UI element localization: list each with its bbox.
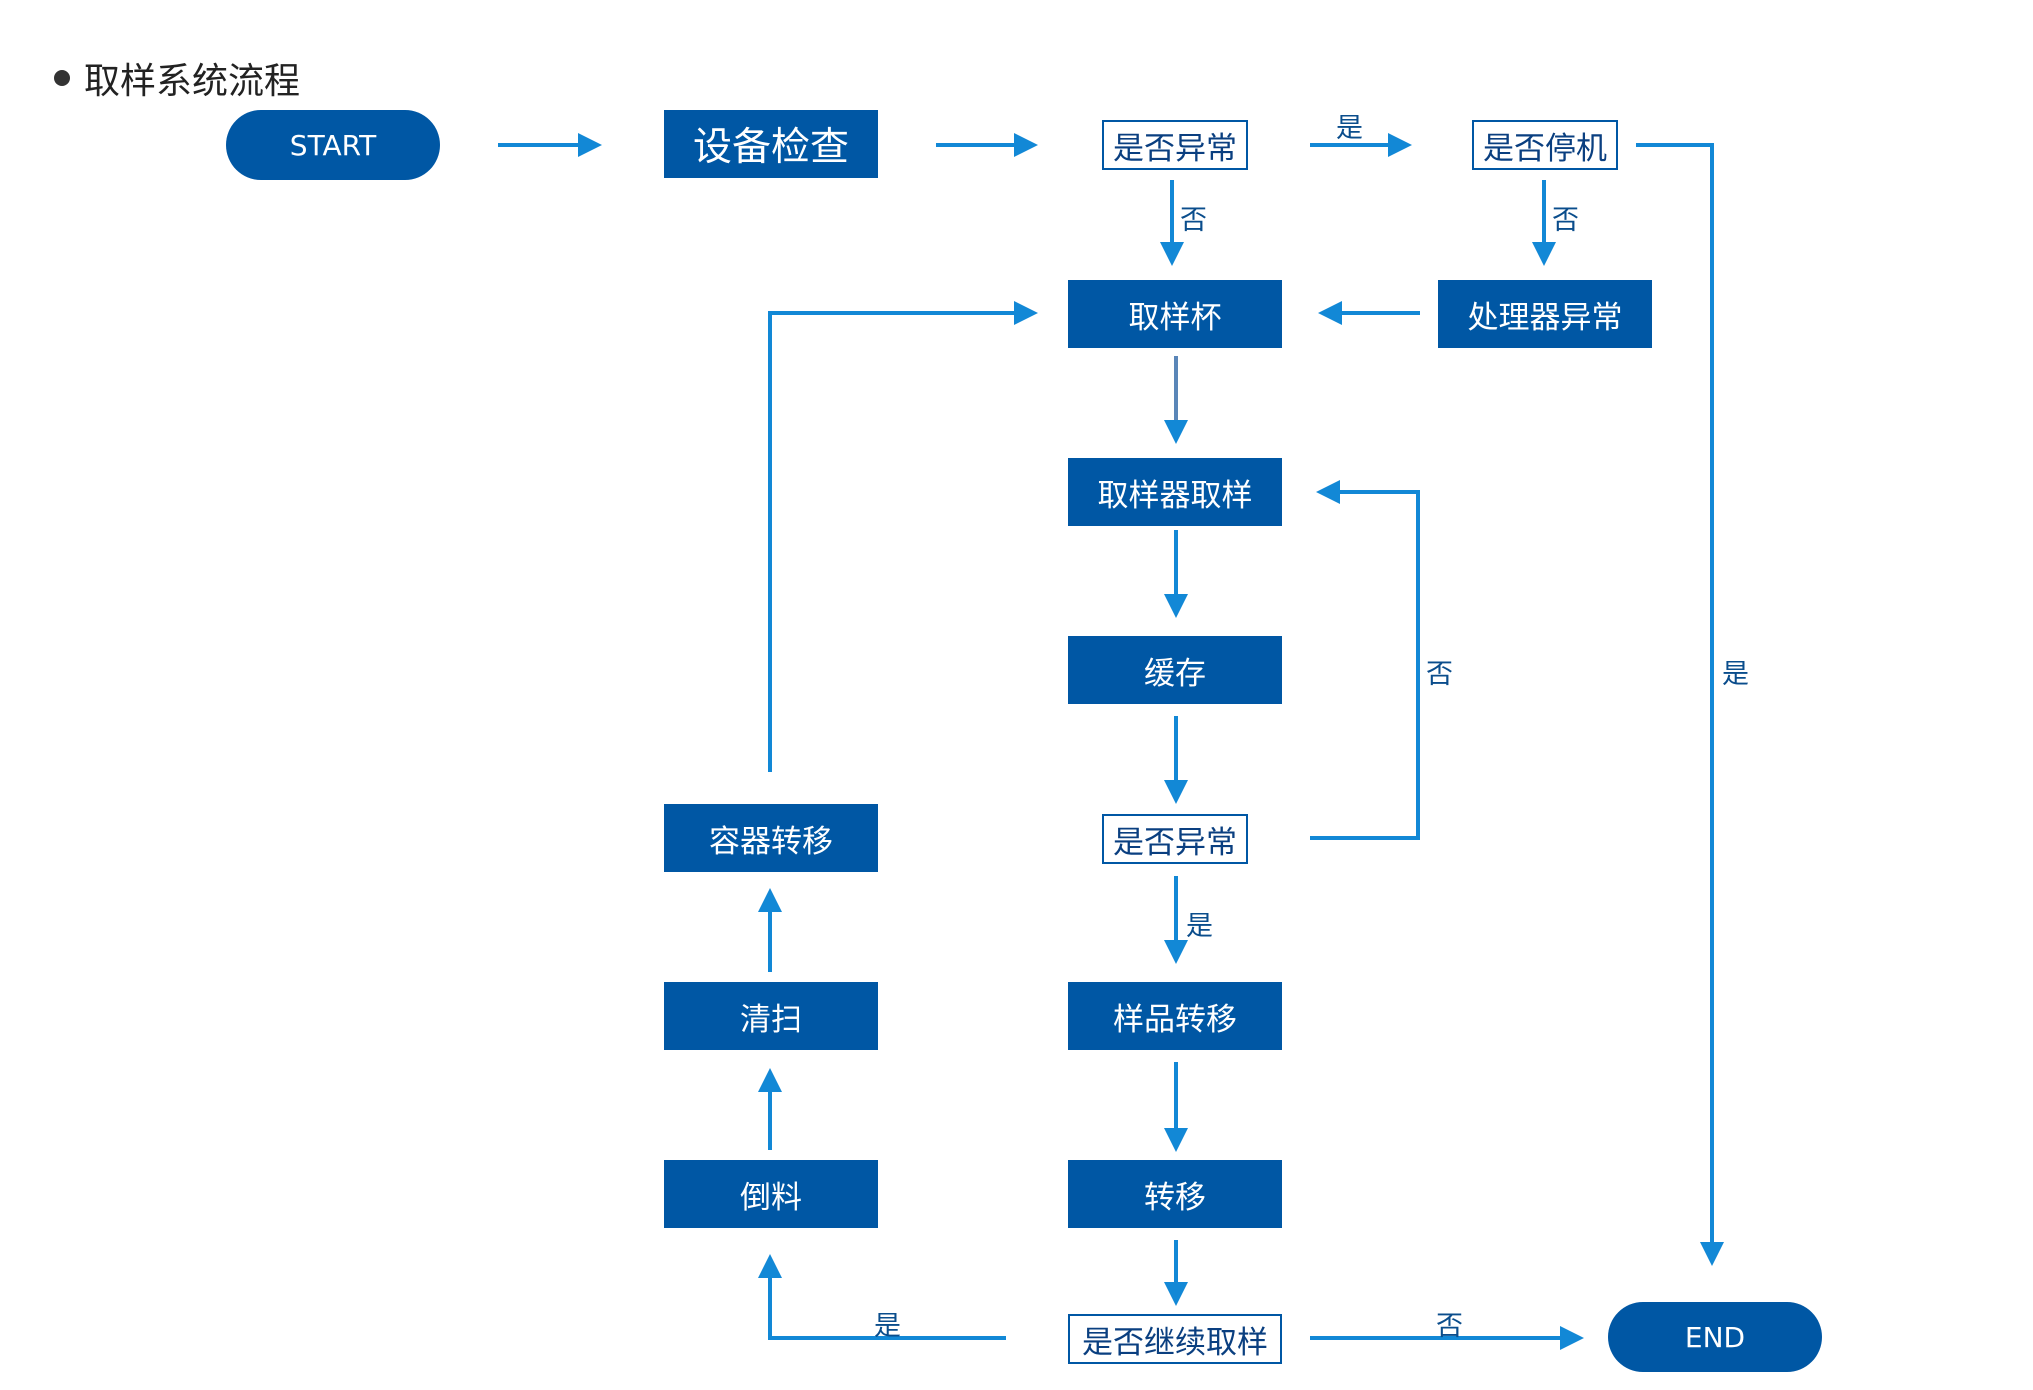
handle-abnormal-label: 处理器异常	[1467, 299, 1623, 336]
is-abnormal-2-label: 是否异常	[1113, 824, 1237, 861]
sweep-label: 清扫	[740, 1001, 802, 1038]
sweep-node: 清扫	[664, 982, 878, 1050]
buffer-label: 缓存	[1144, 655, 1206, 692]
edge-label-abnormal1-yes: 是	[1336, 113, 1363, 144]
arrow-continue-to-pour	[758, 1254, 1006, 1340]
edge-label-abnormal1-no: 否	[1180, 205, 1207, 236]
start-node-label: START	[289, 128, 377, 162]
transfer-node: 转移	[1068, 1160, 1282, 1228]
end-node-label: END	[1684, 1320, 1746, 1354]
container-transfer-label: 容器转移	[709, 823, 833, 860]
is-shutdown-label: 是否停机	[1483, 130, 1607, 167]
sampler-sampling-label: 取样器取样	[1097, 477, 1253, 514]
container-transfer-node: 容器转移	[664, 804, 878, 872]
continue-sampling-node: 是否继续取样	[1068, 1314, 1282, 1364]
end-node: END	[1608, 1302, 1822, 1372]
title-text: 取样系统流程	[84, 61, 301, 102]
sampler-sampling-node: 取样器取样	[1068, 458, 1282, 526]
check-equipment-label: 设备检查	[692, 125, 849, 170]
edge-label-shutdown-yes: 是	[1722, 659, 1749, 690]
arrow-container-to-cup	[768, 301, 1038, 772]
arrow-abnormal2-loop-to-sampler	[1310, 480, 1420, 840]
is-abnormal-1-label: 是否异常	[1113, 130, 1237, 167]
sample-transfer-label: 样品转移	[1113, 1001, 1237, 1038]
page-title: 取样系统流程	[54, 52, 300, 104]
edge-label-continue-no: 否	[1436, 1311, 1463, 1342]
handle-abnormal-node: 处理器异常	[1438, 280, 1652, 348]
arrow-shutdown-to-end	[1636, 143, 1724, 1266]
edge-label-shutdown-no: 否	[1552, 205, 1579, 236]
transfer-label: 转移	[1144, 1179, 1206, 1216]
start-node: START	[226, 110, 440, 180]
sampling-cup-label: 取样杯	[1128, 299, 1222, 336]
edge-label-continue-yes: 是	[874, 1311, 901, 1342]
is-abnormal-2-node: 是否异常	[1102, 814, 1248, 864]
is-abnormal-1-node: 是否异常	[1102, 120, 1248, 170]
pour-material-node: 倒料	[664, 1160, 878, 1228]
edge-label-abnormal2-no: 否	[1426, 659, 1453, 690]
sampling-cup-node: 取样杯	[1068, 280, 1282, 348]
buffer-node: 缓存	[1068, 636, 1282, 704]
sample-transfer-node: 样品转移	[1068, 982, 1282, 1050]
check-equipment-node: 设备检查	[664, 110, 878, 178]
continue-sampling-label: 是否继续取样	[1082, 1324, 1268, 1361]
pour-material-label: 倒料	[740, 1179, 802, 1216]
bullet-icon	[54, 70, 70, 86]
edge-label-abnormal2-yes: 是	[1186, 911, 1213, 942]
is-shutdown-node: 是否停机	[1472, 120, 1618, 170]
